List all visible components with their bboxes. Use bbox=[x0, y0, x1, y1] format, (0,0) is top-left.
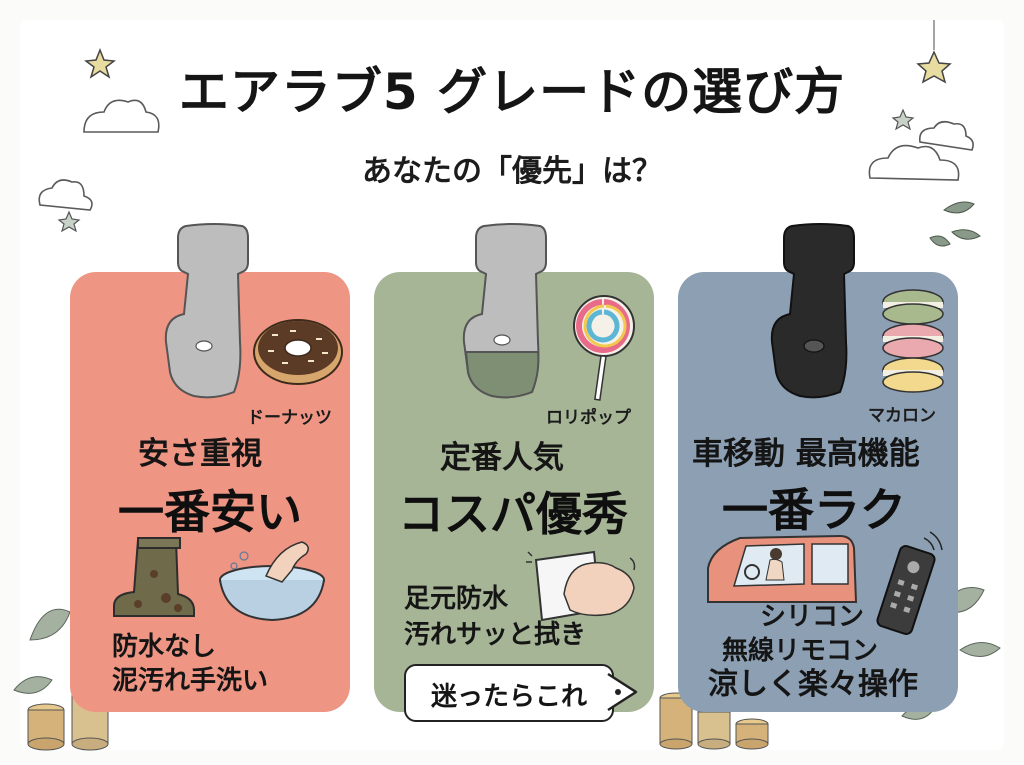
car-seat-icon bbox=[462, 223, 547, 399]
lollipop-icon bbox=[573, 295, 635, 401]
item-label-macaron: マカロン bbox=[868, 406, 936, 426]
feature-text-donut-2: 泥汚れ手洗い bbox=[112, 666, 269, 696]
car-icon bbox=[707, 534, 858, 603]
arrow-right-icon bbox=[607, 672, 638, 712]
star-icon bbox=[891, 108, 915, 131]
tagline-primary-donut: 安さ重視 bbox=[138, 436, 262, 472]
tagline-primary-macaron: 車移動 最高機能 bbox=[692, 436, 920, 472]
feature-text-macaron-1: シリコン bbox=[760, 602, 865, 632]
tagline-primary-lollipop: 定番人気 bbox=[440, 440, 564, 476]
car-seat-icon bbox=[164, 223, 249, 399]
item-label-lollipop: ロリポップ bbox=[546, 408, 631, 428]
feature-text-lollipop-1: 足元防水 bbox=[404, 584, 509, 614]
page-subtitle: あなたの「優先」は？ bbox=[362, 154, 662, 189]
item-label-donut: ドーナッツ bbox=[247, 408, 332, 428]
page-title: エアラブ5 グレードの選び方 bbox=[178, 63, 846, 121]
remote-control-icon bbox=[876, 531, 943, 635]
car-seat-icon bbox=[770, 223, 855, 399]
tagline-secondary-lollipop: コスパ優秀 bbox=[398, 487, 628, 541]
wash-basin-icon bbox=[219, 541, 325, 622]
tagline-secondary-donut: 一番安い bbox=[118, 485, 302, 539]
recommend-badge: 迷ったらこれ bbox=[404, 664, 614, 722]
rain-boot-icon bbox=[113, 537, 195, 617]
wipe-cloth-icon bbox=[526, 550, 636, 622]
feature-text-lollipop-2: 汚れサッと拭き bbox=[404, 620, 587, 650]
star-icon bbox=[84, 47, 116, 79]
leaf-icon bbox=[929, 201, 981, 247]
feature-text-donut-1: 防水なし bbox=[112, 632, 217, 662]
star-icon bbox=[916, 50, 952, 84]
macaron-icon bbox=[882, 289, 944, 393]
recommend-badge-label: 迷ったらこれ bbox=[430, 682, 587, 712]
donut-icon bbox=[253, 319, 343, 385]
tagline-secondary-macaron: 一番ラク bbox=[722, 483, 906, 537]
feature-text-macaron-2: 無線リモコン bbox=[722, 636, 879, 666]
cloud-icon bbox=[38, 99, 974, 211]
star-icon bbox=[57, 210, 81, 233]
feature-text-macaron-3: 涼しく楽々操作 bbox=[708, 667, 918, 702]
